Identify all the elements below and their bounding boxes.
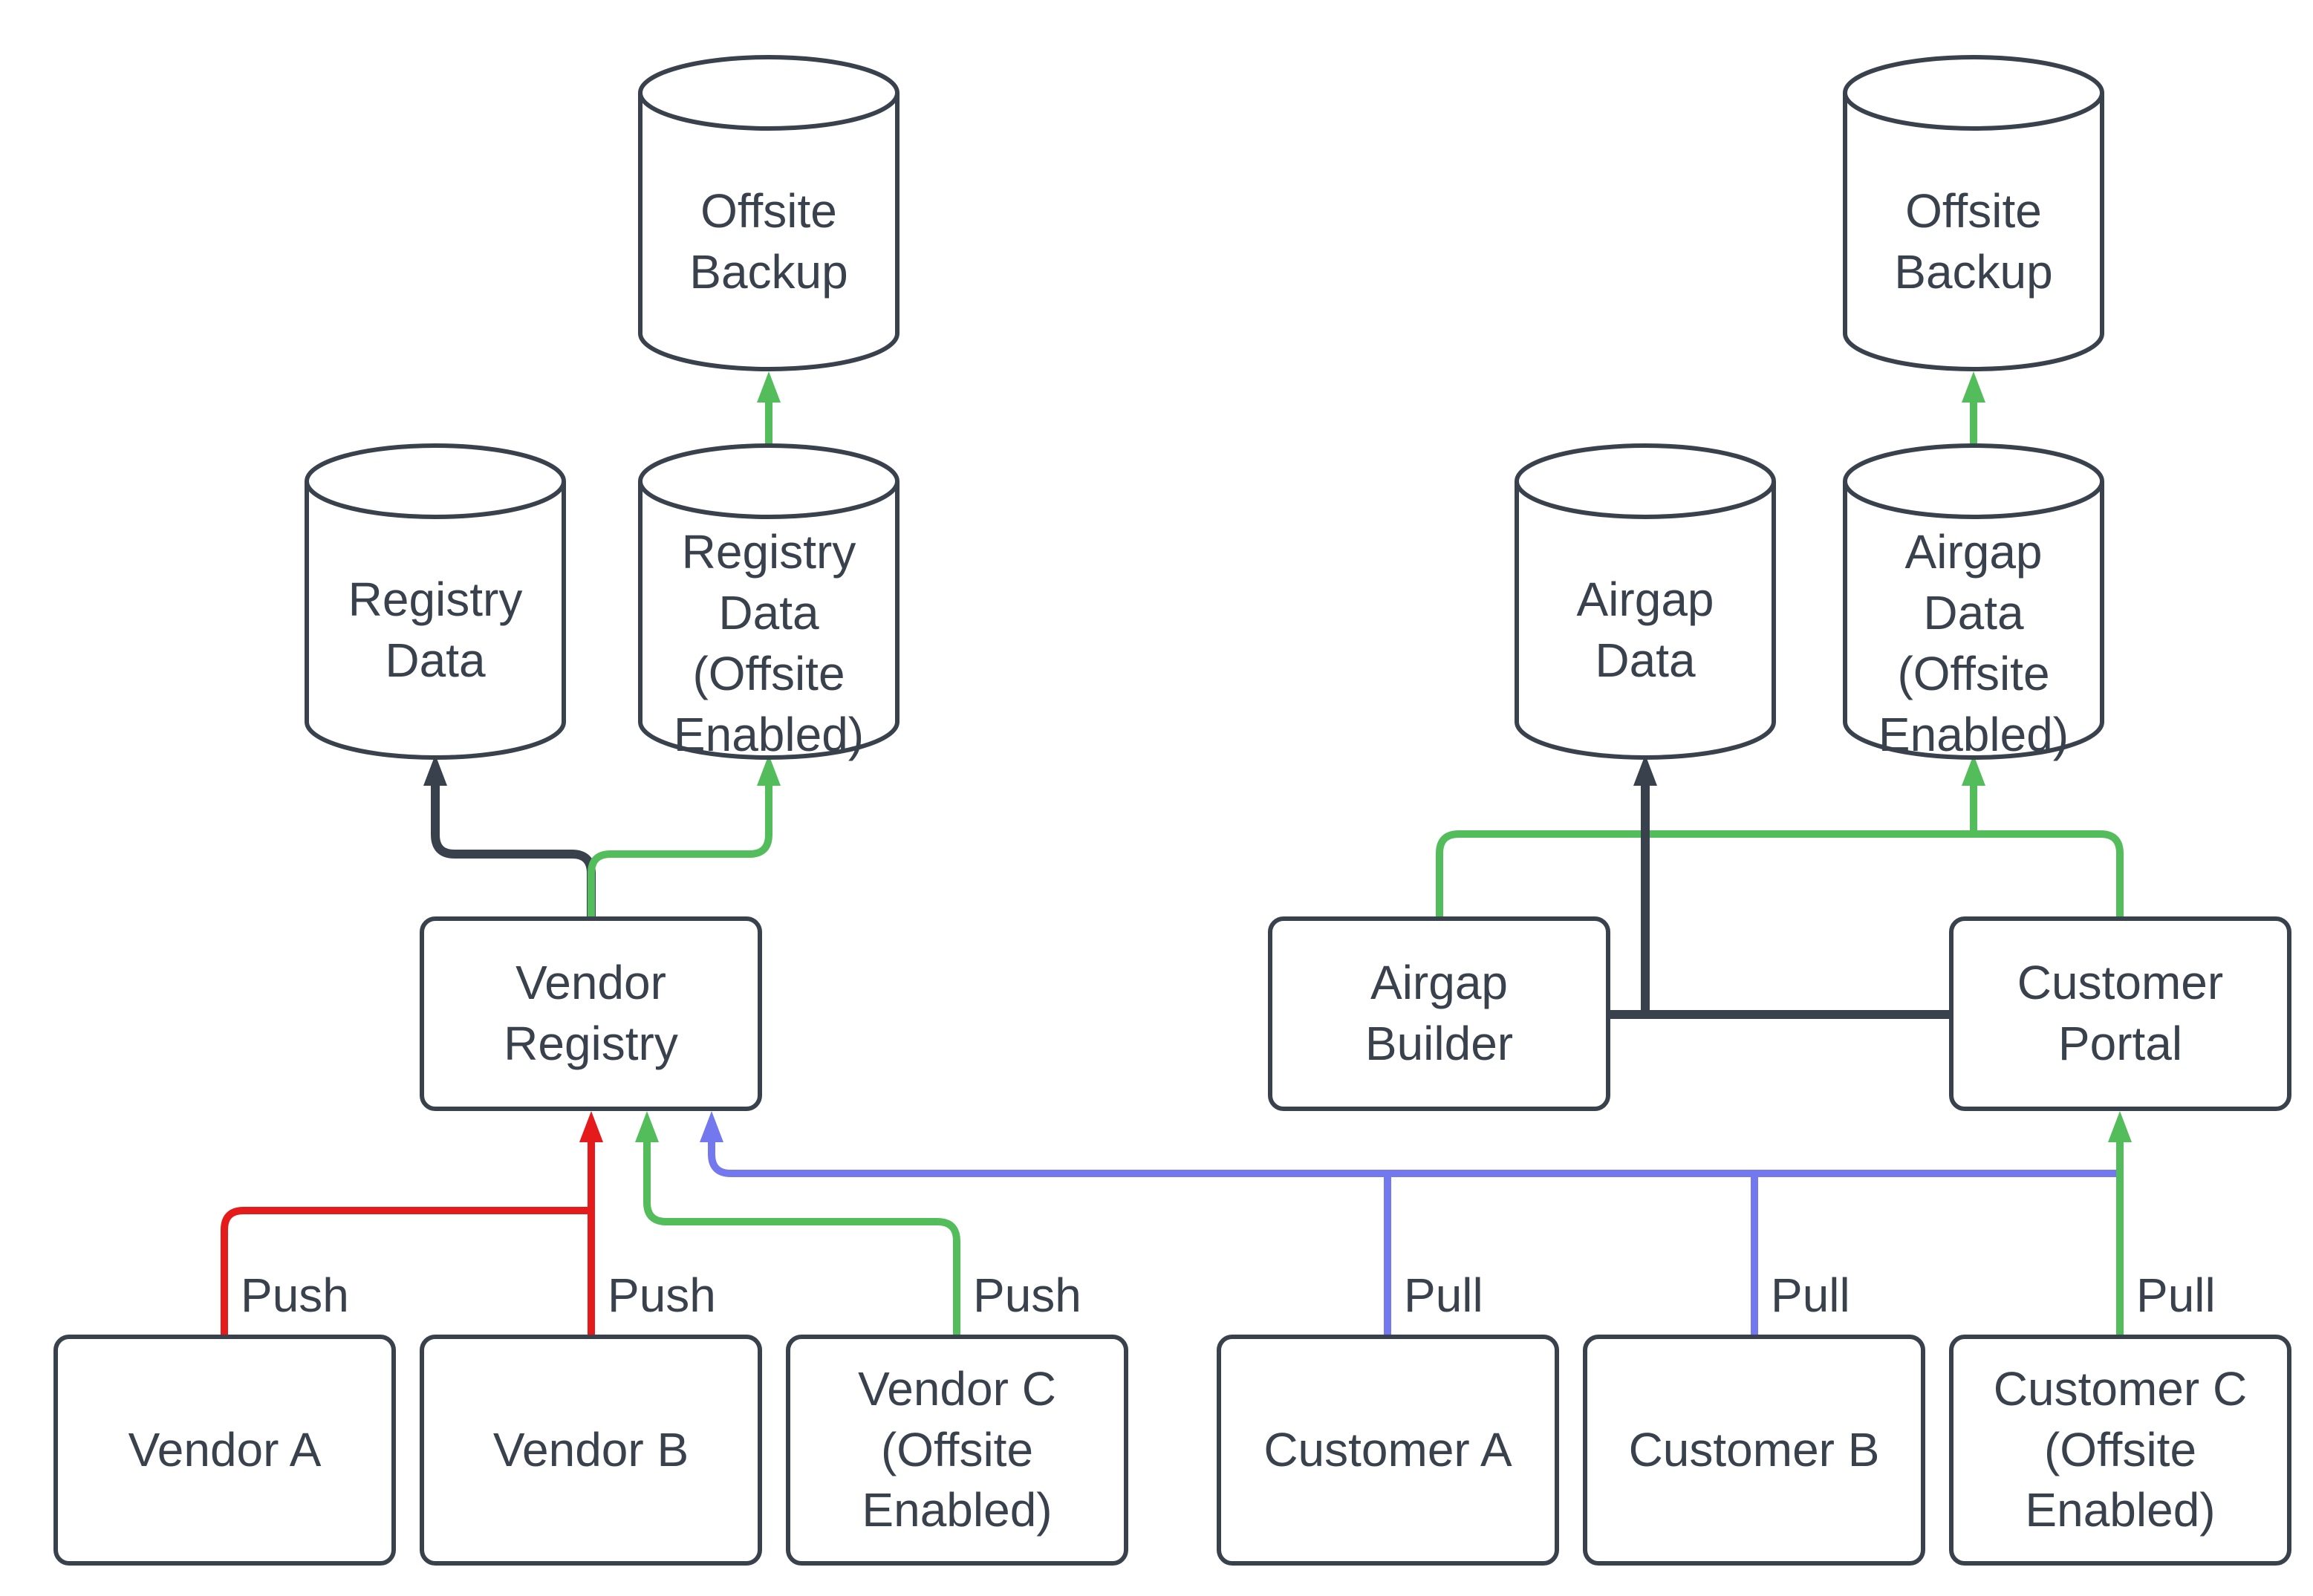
- label-registry-data: Registry Data: [348, 573, 523, 687]
- arrowhead-airgap-data-offsite: [1962, 755, 1985, 786]
- edge-push-vendor-a: [221, 1207, 591, 1337]
- box-vendor-registry: [420, 916, 762, 1111]
- cylinder-registry-data-offsite: [638, 443, 900, 760]
- arrowhead-airgap-data: [1633, 755, 1657, 786]
- label-customer-portal: Customer Portal: [2017, 956, 2224, 1070]
- label-registry-data-offsite: Registry Data (Offsite Enabled): [673, 525, 865, 761]
- label-customer-b: Customer B: [1628, 1422, 1880, 1476]
- label-vendor-a: Vendor A: [128, 1422, 322, 1476]
- arrowhead-offsite-backup-left: [757, 371, 781, 403]
- edge-label-push-vendor-a: Push: [241, 1268, 349, 1322]
- edge-label-push-vendor-c: Push: [973, 1268, 1081, 1322]
- box-customer-portal: [1949, 916, 2291, 1111]
- arrowhead-pull-into-portal: [2108, 1111, 2132, 1142]
- box-vendor-a: [53, 1335, 396, 1566]
- label-airgap-builder: Airgap Builder: [1364, 956, 1514, 1070]
- label-airgap-data-offsite: Airgap Data (Offsite Enabled): [1878, 525, 2069, 761]
- edge-label-pull-customer-a: Pull: [1404, 1268, 1483, 1322]
- box-customer-b: [1583, 1335, 1925, 1566]
- box-vendor-b: [420, 1335, 762, 1566]
- label-vendor-c: Vendor C (Offsite Enabled): [858, 1361, 1056, 1537]
- box-vendor-c: [786, 1335, 1128, 1566]
- edge-vendor-registry-to-registry-data: [431, 786, 596, 919]
- edge-label-pull-customer-c: Pull: [2136, 1268, 2216, 1322]
- arrowhead-registry-data-offsite: [757, 755, 781, 786]
- box-customer-c: [1949, 1335, 2291, 1566]
- edge-push-vendor-c: [643, 1142, 960, 1337]
- label-vendor-b: Vendor B: [492, 1422, 689, 1476]
- label-vendor-registry: Vendor Registry: [504, 956, 678, 1070]
- cylinder-airgap-data: [1515, 443, 1776, 760]
- cylinder-registry-data: [305, 443, 566, 760]
- box-customer-a: [1217, 1335, 1559, 1566]
- cylinder-offsite-backup-right: [1843, 55, 2104, 371]
- label-customer-a: Customer A: [1263, 1422, 1512, 1476]
- edge-label-push-vendor-b: Push: [608, 1268, 716, 1322]
- edge-label-pull-customer-b: Pull: [1771, 1268, 1850, 1322]
- arrowhead-push-c-into-registry: [635, 1111, 659, 1142]
- arrowhead-registry-data: [423, 755, 447, 786]
- label-offsite-backup-left: Offsite Backup: [689, 184, 848, 299]
- label-customer-c: Customer C (Offsite Enabled): [1993, 1361, 2248, 1537]
- arrowhead-push-into-registry: [579, 1111, 603, 1142]
- label-offsite-backup-right: Offsite Backup: [1894, 184, 2053, 299]
- cylinder-offsite-backup-left: [638, 55, 900, 371]
- edge-pull-main-to-vendor-registry: [708, 1139, 2124, 1177]
- edge-airgap-builder-to-customer-portal: [1436, 830, 2124, 919]
- box-airgap-builder: [1268, 916, 1610, 1111]
- cylinder-airgap-data-offsite: [1843, 443, 2104, 760]
- label-airgap-data: Airgap Data: [1576, 573, 1714, 687]
- edge-vendor-registry-to-registry-data-offsite: [588, 786, 772, 919]
- arrowhead-pull-into-registry: [700, 1111, 723, 1142]
- arrowhead-offsite-backup-right: [1962, 371, 1985, 403]
